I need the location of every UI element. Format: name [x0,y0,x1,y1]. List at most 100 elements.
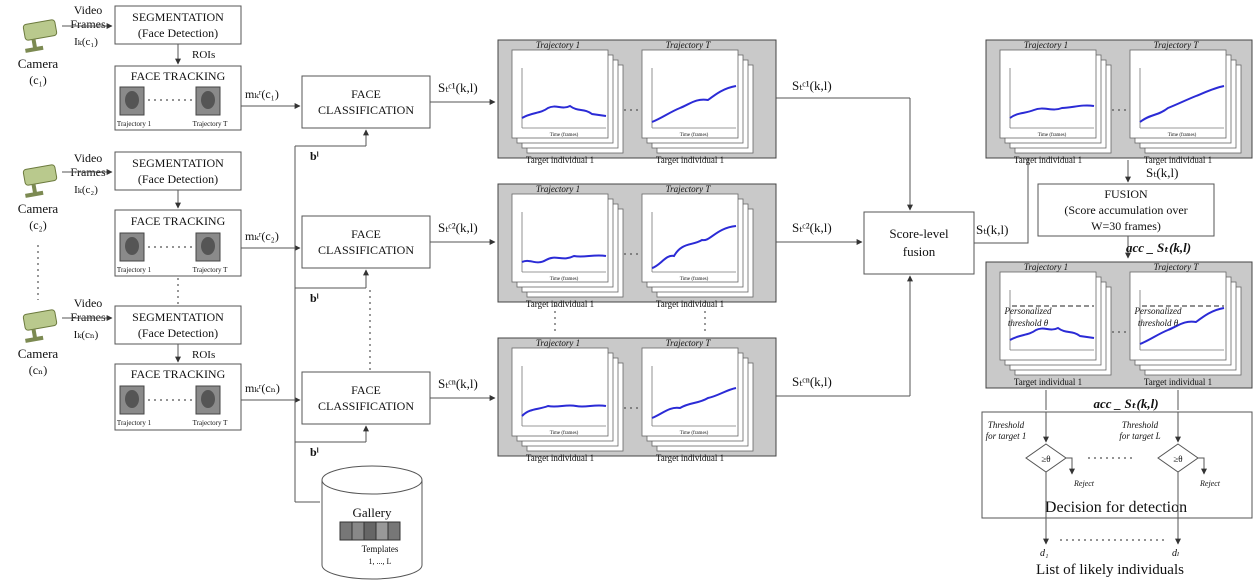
time-axis-label: Time (frames) [1038,133,1067,138]
b-label: bˡ [310,291,319,305]
camera-label: Camera [18,56,59,71]
score-curve [1009,326,1095,341]
acc-label: acc _ Sₜ(k,l) [1126,240,1191,255]
trajectory-title: Trajectory 1 [1024,262,1068,272]
time-axis-label: Time (frames) [550,431,579,436]
fused-panels: Time (frames) Trajectory 1 Target individu… [985,39,1253,389]
b-label: bˡ [310,445,319,459]
target-label: Target individual 1 [526,453,594,463]
camera-icon [20,18,60,54]
pipeline-row-2: Video Frames Iₖ(c₂) SEGMENTATION (Face D… [62,151,496,277]
target-label: Target individual 1 [1014,377,1082,387]
personalized-label: Personalized [1004,306,1052,316]
face-thumbnail [119,232,145,262]
fusion-title: FUSION [1104,187,1148,201]
threshold-label: Threshold [1122,420,1159,430]
score-curve [521,254,607,264]
threshold-label: for target L [1119,431,1160,441]
trajectory-title: Trajectory 1 [536,338,580,348]
camera-id: (c₁) [29,73,47,87]
classification-title: CLASSIFICATION [318,103,414,117]
right-links: Sₜ(k,l) Sₜ(k,l) acc _ Sₜ(k,l) [974,81,1191,259]
camera-3: Camera (cₙ) [18,308,60,377]
score-curve [1139,85,1225,123]
face-tracking-title: FACE TRACKING [131,367,226,381]
acc-label: acc _ Sₜ(k,l) [1093,396,1158,411]
score-panels: Time (frames) Trajectory 1 Target individu… [497,39,777,463]
face-classification-box [301,75,431,129]
trajectory-title: Trajectory 1 [1024,40,1068,50]
time-axis-label: Time (frames) [680,133,709,138]
gallery-database: Gallery Templates 1, ..., L [321,465,423,580]
decision-box [981,411,1253,519]
frames-symbol: Iₖ(c₂) [74,184,98,196]
reject-label: Reject [1199,479,1221,488]
frames-symbol: Iₖ(c₁) [74,36,98,48]
gallery-title: Gallery [353,505,392,520]
segmentation-subtitle: (Face Detection) [138,172,218,186]
camera-icon [20,308,60,344]
score-label: Sₜᶜⁿ(k,l) [792,374,832,389]
classification-title: FACE [351,87,381,101]
target-label: Target individual 1 [1144,377,1212,387]
camera-icon [20,163,60,199]
camera-id: (cₙ) [29,363,48,377]
trajectory-sheet-stack: Time (frames) Trajectory T Target individu… [641,40,754,165]
camera-id: (c₂) [29,218,47,232]
trajectory-label: Trajectory 1 [117,266,152,274]
frames-label: Frames [70,310,106,324]
trajectory-title: Trajectory T [666,40,712,50]
trajectory-sheet-stack: Time (frames) Trajectory 1 Target individu… [511,184,624,309]
time-axis-label: Time (frames) [550,277,579,282]
target-label: Target individual 1 [1014,155,1082,165]
face-classification-box [301,215,431,269]
segmentation-title: SEGMENTATION [132,156,224,170]
score-label: Sₜᶜⁿ(k,l) [438,376,478,391]
score-curve [521,404,607,417]
target-label: Target individual 1 [656,155,724,165]
decision-title: Decision for detection [1045,499,1187,516]
frames-symbol: Iₖ(cₙ) [74,329,99,341]
st-label: Sₜ(k,l) [976,222,1008,237]
threshold-labels: Personalized threshold θ Personalized th… [1004,306,1182,328]
compare-label: ≥θ [1173,454,1182,464]
trajectory-sheet-stack: Time (frames) Trajectory 1 Target individu… [999,40,1112,165]
target-label: Target individual 1 [656,453,724,463]
compare-label: ≥θ [1041,454,1050,464]
pipeline-row-1: Video Frames Iₖ(c₁) SEGMENTATION (Face D… [62,3,496,131]
classification-title: FACE [351,383,381,397]
threshold-label: Threshold [988,420,1025,430]
time-axis-label: Time (frames) [680,277,709,282]
segmentation-subtitle: (Face Detection) [138,326,218,340]
score-fusion-label: Score-level [889,226,949,241]
trajectory-title: Trajectory T [666,184,712,194]
rois-label: ROIs [192,349,215,361]
trajectory-title: Trajectory 1 [536,184,580,194]
target-label: Target individual 1 [526,299,594,309]
score-curve [1139,307,1225,345]
trajectory-sheet-stack: Time (frames) Trajectory 1 Target individu… [511,338,624,463]
fusion-text: (Score accumulation over [1064,203,1187,217]
gallery-links: bˡ bˡ bˡ [294,129,371,503]
score-curve [1009,104,1095,119]
time-axis-label: Time (frames) [680,431,709,436]
video-label: Video [74,296,103,310]
gallery-faces-icon [339,521,401,541]
trajectory-label: Trajectory 1 [117,120,152,128]
score-label: Sₜᶜ¹(k,l) [438,80,478,95]
target-label: Target individual 1 [1144,155,1212,165]
segmentation-title: SEGMENTATION [132,10,224,24]
score-label: Sₜᶜ²(k,l) [792,220,832,235]
gallery-range: 1, ..., L [369,557,392,566]
face-tracking-title: FACE TRACKING [131,214,226,228]
face-thumbnail [195,86,221,116]
camera-label: Camera [18,201,59,216]
m-label: mₖʳ(cₙ) [245,381,280,395]
trajectory-label: Trajectory T [193,419,229,427]
